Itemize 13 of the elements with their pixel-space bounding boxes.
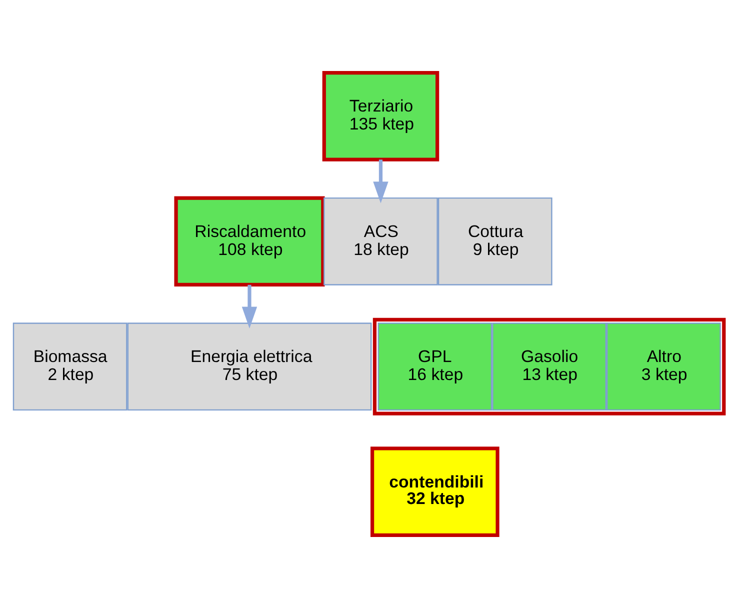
- node-box: GPL 16 ktep: [378, 322, 492, 410]
- arrow: [242, 284, 258, 328]
- arrow: [373, 159, 388, 203]
- node-box: Altro 3 ktep: [606, 322, 721, 410]
- node-box: Gasolio 13 ktep: [492, 322, 606, 410]
- node-box: ACS 18 ktep: [324, 196, 438, 285]
- node-box: Cottura 9 ktep: [438, 196, 552, 285]
- cluster: [372, 317, 726, 415]
- node-box: Terziario 135 ktep: [322, 70, 440, 161]
- node-box: contendibili 32 ktep: [370, 446, 500, 536]
- node-box: Riscaldamento 108 ktep: [174, 196, 325, 286]
- node-box: Energia elettrica 75 ktep: [127, 322, 372, 410]
- node-box: Biomassa 2 ktep: [12, 322, 128, 410]
